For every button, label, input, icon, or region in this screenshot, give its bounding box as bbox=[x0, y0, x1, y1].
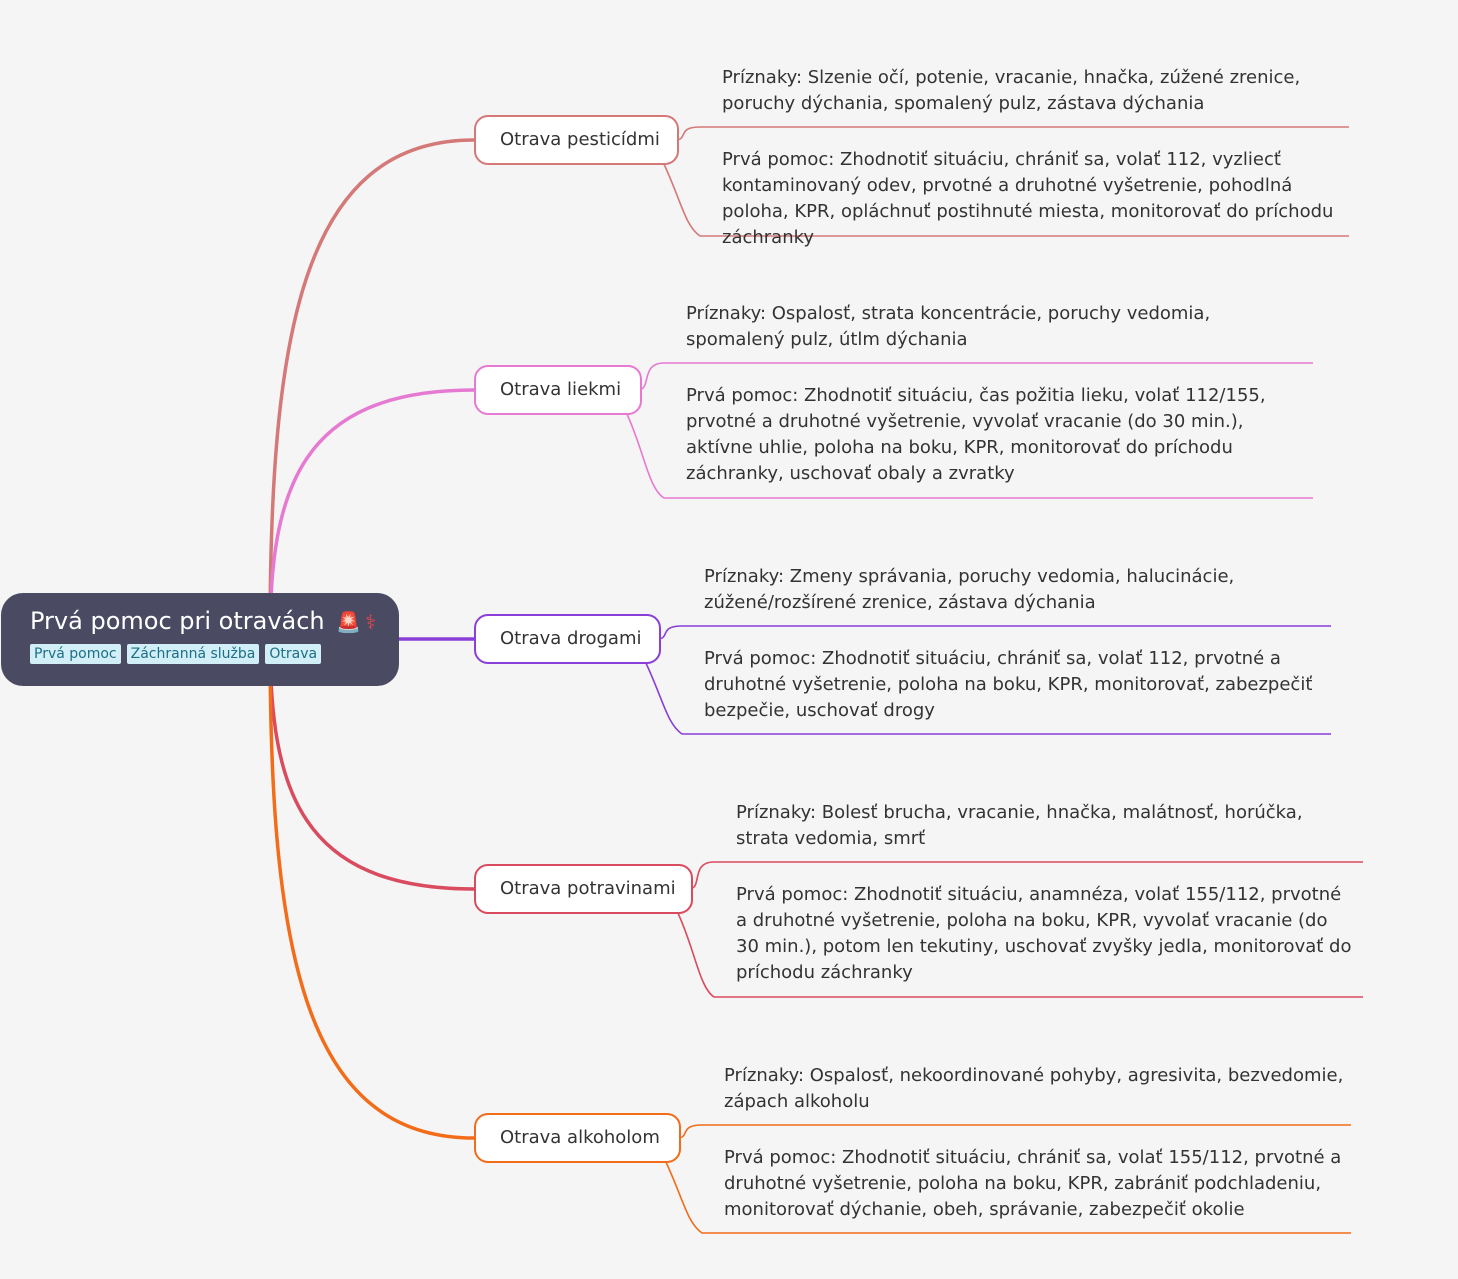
branch-label: Otrava potravinami bbox=[500, 878, 676, 899]
connector-first-aid-3 bbox=[676, 910, 1363, 998]
leaf-first-aid-drugs[interactable]: Prvá pomoc: Zhodnotiť situáciu, chrániť … bbox=[704, 648, 1313, 721]
connector-root-to-branch-4 bbox=[268, 638, 475, 1140]
leaf-symptoms-medication[interactable]: Príznaky: Ospalosť, strata koncentrácie,… bbox=[686, 303, 1211, 350]
leaf-symptoms-drugs[interactable]: Príznaky: Zmeny správania, poruchy vedom… bbox=[704, 566, 1235, 613]
branch-node-medication[interactable]: Otrava liekmi bbox=[474, 365, 642, 415]
connector-root-to-branch-0 bbox=[268, 138, 475, 640]
connector-symptoms-4 bbox=[676, 1124, 1351, 1139]
branch-label: Otrava liekmi bbox=[500, 379, 622, 400]
leaf-symptoms-alcohol[interactable]: Príznaky: Ospalosť, nekoordinované pohyb… bbox=[724, 1065, 1344, 1112]
branch-node-pesticides[interactable]: Otrava pesticídmi bbox=[474, 115, 679, 165]
branch-node-food[interactable]: Otrava potravinami bbox=[474, 864, 693, 914]
leaf-first-aid-food[interactable]: Prvá pomoc: Zhodnotiť situáciu, anamnéza… bbox=[736, 884, 1352, 983]
tag-poisoning[interactable]: Otrava bbox=[265, 644, 322, 664]
branch-node-alcohol[interactable]: Otrava alkoholom bbox=[474, 1113, 681, 1163]
connector-first-aid-4 bbox=[664, 1159, 1351, 1234]
leaf-symptoms-pesticides[interactable]: Príznaky: Slzenie očí, potenie, vracanie… bbox=[722, 67, 1301, 114]
connector-root-to-branch-1 bbox=[268, 388, 475, 640]
connector-first-aid-2 bbox=[644, 660, 1331, 735]
branch-label: Otrava pesticídmi bbox=[500, 129, 660, 150]
root-tags: Prvá pomoc Záchranná služba Otrava bbox=[30, 644, 399, 664]
siren-icon: 🚨 bbox=[336, 610, 362, 634]
connector-symptoms-0 bbox=[674, 126, 1349, 141]
leaf-first-aid-pesticides[interactable]: Prvá pomoc: Zhodnotiť situáciu, chrániť … bbox=[722, 149, 1334, 248]
branch-node-drugs[interactable]: Otrava drogami bbox=[474, 614, 661, 664]
leaf-symptoms-food[interactable]: Príznaky: Bolesť brucha, vracanie, hnačk… bbox=[736, 802, 1303, 849]
root-title-line: Prvá pomoc pri otravách 🚨⚕ bbox=[30, 605, 399, 638]
tag-first-aid[interactable]: Prvá pomoc bbox=[30, 644, 121, 664]
root-node[interactable]: Prvá pomoc pri otravách 🚨⚕ Prvá pomoc Zá… bbox=[1, 593, 399, 686]
tag-emergency-service[interactable]: Záchranná služba bbox=[126, 644, 260, 664]
medical-staff-icon: ⚕ bbox=[365, 610, 377, 634]
leaf-first-aid-medication[interactable]: Prvá pomoc: Zhodnotiť situáciu, čas poži… bbox=[686, 385, 1266, 484]
connector-symptoms-2 bbox=[656, 625, 1331, 640]
branch-label: Otrava alkoholom bbox=[500, 1127, 660, 1148]
root-title: Prvá pomoc pri otravách bbox=[30, 607, 325, 635]
connector-first-aid-0 bbox=[662, 161, 1349, 237]
connector-first-aid-1 bbox=[625, 411, 1313, 499]
branch-label: Otrava drogami bbox=[500, 628, 642, 649]
leaf-first-aid-alcohol[interactable]: Prvá pomoc: Zhodnotiť situáciu, chrániť … bbox=[724, 1147, 1342, 1220]
